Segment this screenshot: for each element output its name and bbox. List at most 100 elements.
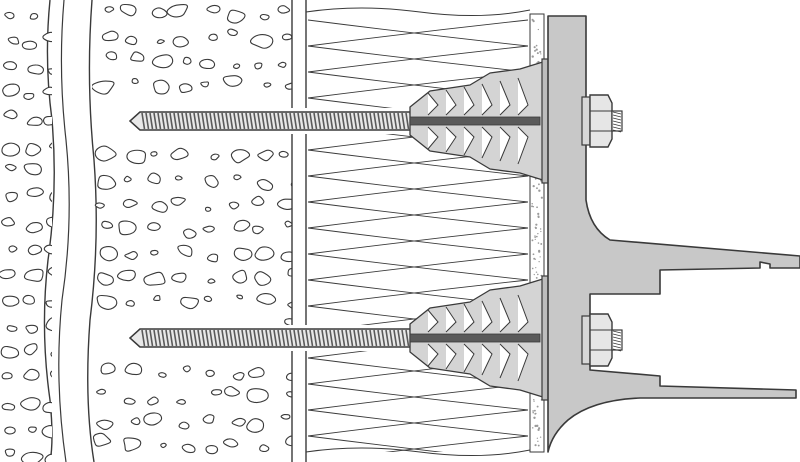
aggregate-stone: [174, 175, 183, 181]
aggregate-stone: [180, 296, 199, 310]
aggregate-stone: [222, 438, 239, 448]
aggregate-stone: [23, 368, 40, 381]
aggregate-stone: [101, 220, 114, 229]
aggregate-stone: [45, 317, 52, 332]
aggregate-stone: [25, 324, 39, 334]
aggregate-stone: [203, 295, 213, 303]
aggregate-stone: [23, 163, 42, 176]
aggregate-stone: [178, 83, 193, 94]
aggregate-stone: [49, 191, 52, 203]
aggregate-stone: [160, 442, 167, 449]
aggregate-stone: [116, 269, 136, 282]
aggregate-stone: [156, 39, 165, 45]
aggregate-stone: [101, 30, 119, 42]
aggregate-stone: [207, 278, 216, 284]
aggregate-stone: [104, 6, 115, 13]
aggregate-stone: [49, 370, 52, 378]
aggregate-stone: [178, 421, 190, 430]
aggregate-stone: [249, 34, 274, 49]
aggregate-stone: [6, 325, 18, 332]
aggregate-stone: [170, 147, 189, 161]
aggregate-stone: [45, 300, 52, 308]
aggregate-stone: [256, 293, 277, 305]
aggregate-stone: [287, 267, 292, 277]
aggregate-stone: [153, 79, 170, 95]
aggregate-stone: [202, 225, 215, 233]
aggregate-stone: [43, 244, 52, 255]
concrete-wall: [87, 0, 307, 462]
aggregate-stone: [254, 62, 263, 70]
aggregate-stone: [3, 109, 18, 120]
aggregate-stone: [1, 217, 16, 227]
aggregate-stone: [254, 271, 272, 286]
aggregate-stone: [277, 61, 287, 69]
aggregate-stone: [105, 51, 118, 61]
aggregate-stone: [246, 418, 265, 433]
lower-anchor: [126, 275, 551, 401]
aggregate-stone: [123, 437, 142, 452]
aggregate-stone: [124, 35, 138, 46]
aggregate-stone: [251, 195, 265, 206]
aggregate-stone: [47, 68, 52, 75]
aggregate-stone: [285, 372, 292, 382]
aggregate-stone: [226, 9, 246, 24]
aggregate-stone: [233, 247, 253, 261]
aggregate-stone: [150, 151, 158, 157]
aggregate-stone: [206, 4, 221, 14]
lower-nut: [581, 313, 623, 367]
aggregate-stone: [199, 58, 216, 70]
aggregate-stone: [3, 61, 18, 71]
aggregate-stone: [259, 444, 270, 453]
aggregate-stone: [49, 142, 52, 149]
aggregate-stone: [45, 216, 52, 228]
aggregate-stone: [25, 222, 43, 234]
aggregate-stone: [4, 11, 15, 20]
aggregate-stone: [236, 294, 244, 300]
aggregate-stone: [166, 4, 189, 18]
aggregate-stone: [233, 219, 251, 232]
aggregate-stone: [92, 80, 115, 95]
aggregate-stone: [42, 31, 52, 43]
aggregate-stone: [0, 345, 20, 359]
aggregate-stone: [158, 372, 167, 378]
aggregate-stone: [1, 402, 16, 411]
aggregate-stone: [130, 51, 145, 62]
aggregate-stone: [27, 426, 37, 433]
aggregate-stone: [4, 163, 17, 172]
aggregate-stone: [25, 142, 42, 157]
aggregate-stone: [126, 149, 147, 165]
aggregate-stone: [29, 12, 39, 20]
aggregate-stone: [23, 268, 44, 282]
aggregate-stone: [171, 272, 187, 283]
aggregate-stone: [232, 269, 248, 284]
aggregate-stone: [227, 28, 238, 37]
aggregate-stone: [143, 271, 166, 286]
aggregate-stone: [150, 249, 159, 256]
aggregate-stone: [276, 198, 292, 210]
aggregate-stone: [181, 443, 196, 454]
aggregate-stone: [147, 172, 161, 185]
aggregate-stone: [210, 389, 223, 396]
aggregate-stone: [122, 198, 138, 208]
aggregate-stone: [176, 399, 186, 405]
aggregate-stone: [172, 36, 189, 48]
aggregate-stone: [47, 266, 52, 276]
aggregate-stone: [204, 206, 212, 212]
aggregate-stone: [246, 388, 269, 404]
aggregate-stone: [7, 36, 20, 45]
masonry-wall: [0, 0, 61, 462]
aggregate-stone: [53, 16, 61, 23]
aggregate-stone: [280, 414, 291, 420]
aggregate-stone: [123, 397, 136, 405]
aggregate-stone: [94, 145, 117, 162]
aggregate-stone: [1, 142, 21, 157]
aggregate-stone: [285, 435, 292, 447]
aggregate-stone: [170, 196, 186, 206]
aggregate-stone: [143, 412, 163, 426]
aggregate-stone: [230, 149, 251, 164]
aggregate-stone: [254, 246, 275, 261]
aggregate-stone: [257, 149, 274, 162]
aggregate-stone: [2, 83, 21, 97]
aggregate-stone: [96, 388, 106, 395]
